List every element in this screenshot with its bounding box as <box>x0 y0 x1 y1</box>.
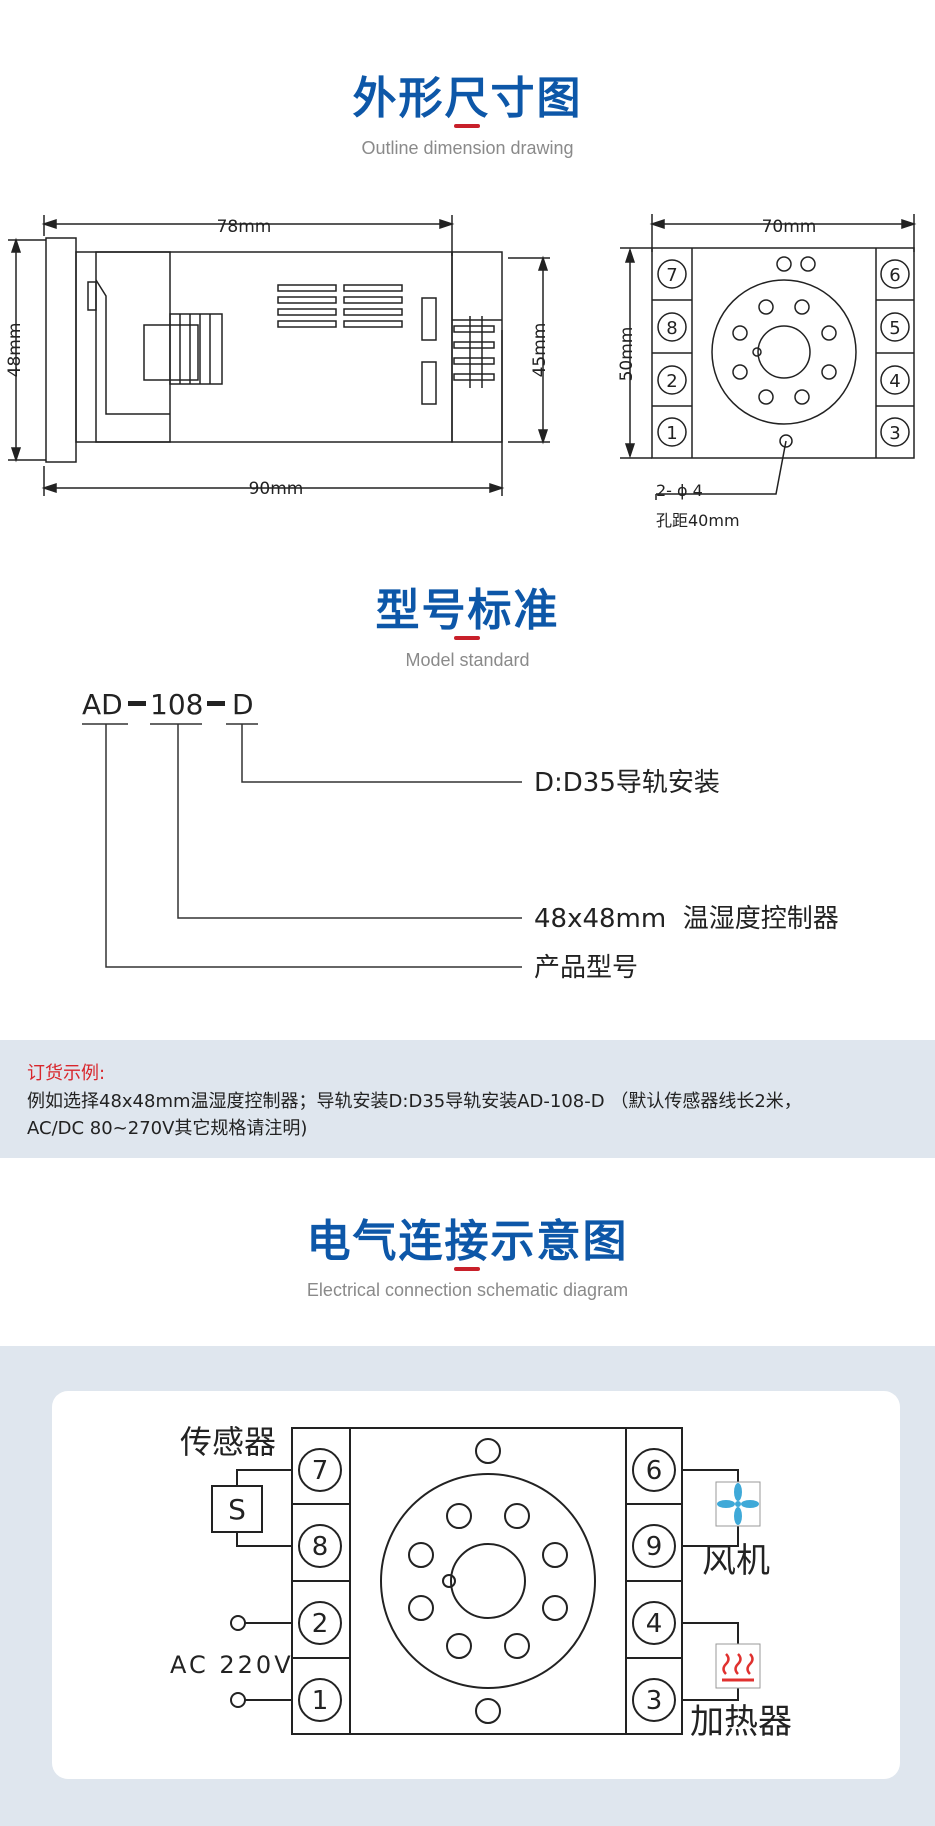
model-desc-d: D:D35导轨安装 <box>534 768 720 798</box>
wiring-terminal-3: 3 <box>646 1686 663 1716</box>
section-title-wiring: 电气连接示意图 <box>306 1216 629 1267</box>
wiring-terminal-9: 9 <box>646 1532 663 1562</box>
model-part-ad: AD <box>82 688 123 721</box>
front-terminal-7: 7 <box>666 265 677 286</box>
outline-drawing: 78mm 90mm 48mm 45mm 70mm 50mm <box>5 214 917 530</box>
wiring-terminal-2: 2 <box>312 1609 329 1639</box>
fan-label: 风机 <box>702 1541 770 1581</box>
wiring-terminal-8: 8 <box>312 1532 329 1562</box>
dim-70mm: 70mm <box>762 217 817 237</box>
front-terminal-6: 6 <box>889 265 900 286</box>
dim-90mm: 90mm <box>249 479 304 499</box>
heater-label: 加热器 <box>690 1702 792 1742</box>
title-accent-bar <box>454 1267 480 1271</box>
front-terminal-8: 8 <box>666 318 677 339</box>
front-terminal-5: 5 <box>889 318 900 339</box>
front-terminal-numbers: 7 8 2 1 6 5 4 3 <box>666 265 900 444</box>
title-accent-bar <box>454 636 480 640</box>
dim-50mm: 50mm <box>617 327 637 382</box>
section-subtitle-outline: Outline dimension drawing <box>361 138 574 158</box>
title-accent-bar <box>454 124 480 128</box>
wiring-terminal-1: 1 <box>312 1686 329 1716</box>
hole-distance: 孔距40mm <box>656 511 740 530</box>
model-desc-ad: 产品型号 <box>534 953 638 983</box>
fan-icon <box>715 1481 761 1527</box>
dim-48mm: 48mm <box>5 323 25 378</box>
wiring-terminal-4: 4 <box>646 1609 663 1639</box>
order-example-line2: AC/DC 80~270V其它规格请注明) <box>27 1118 308 1139</box>
section-subtitle-wiring: Electrical connection schematic diagram <box>306 1280 629 1300</box>
heater-icon <box>715 1643 761 1689</box>
side-view <box>8 215 550 496</box>
front-terminal-4: 4 <box>889 371 900 392</box>
section-title-model: 型号标准 <box>375 585 560 636</box>
sensor-label: 传感器 <box>180 1423 276 1461</box>
order-example-line1: 例如选择48x48mm温湿度控制器；导轨安装D:D35导轨安装AD-108-D … <box>27 1091 802 1112</box>
section-subtitle-model: Model standard <box>405 650 530 670</box>
model-part-d: D <box>232 688 254 721</box>
order-example-box: 订货示例: 例如选择48x48mm温湿度控制器；导轨安装D:D35导轨安装AD-… <box>0 1040 935 1158</box>
front-terminal-3: 3 <box>889 423 900 444</box>
sensor-symbol: S <box>228 1493 246 1526</box>
dim-45mm: 45mm <box>530 323 550 378</box>
wiring-terminal-7: 7 <box>312 1456 329 1486</box>
front-terminal-2: 2 <box>666 371 677 392</box>
wiring-terminal-6: 6 <box>646 1456 663 1486</box>
model-desc-108: 48x48mm 温湿度控制器 <box>534 904 839 934</box>
section-title-outline: 外形尺寸图 <box>352 73 583 124</box>
dim-78mm: 78mm <box>217 217 272 237</box>
hole-spec: 2- ϕ 4 <box>656 481 703 500</box>
wiring-diagram: 7 8 2 1 6 9 4 3 S 传感器 AC 220V 风机 加热器 <box>170 1423 792 1742</box>
model-code-diagram: AD 108 D D:D35导轨安装 48x48mm 温湿度控制器 产品型号 <box>82 688 839 983</box>
power-label: AC 220V <box>170 1651 294 1679</box>
front-terminal-1: 1 <box>666 423 677 444</box>
model-part-108: 108 <box>150 688 203 721</box>
front-terminal-circles <box>657 259 910 447</box>
front-view <box>620 214 917 500</box>
order-example-title: 订货示例: <box>27 1063 106 1084</box>
